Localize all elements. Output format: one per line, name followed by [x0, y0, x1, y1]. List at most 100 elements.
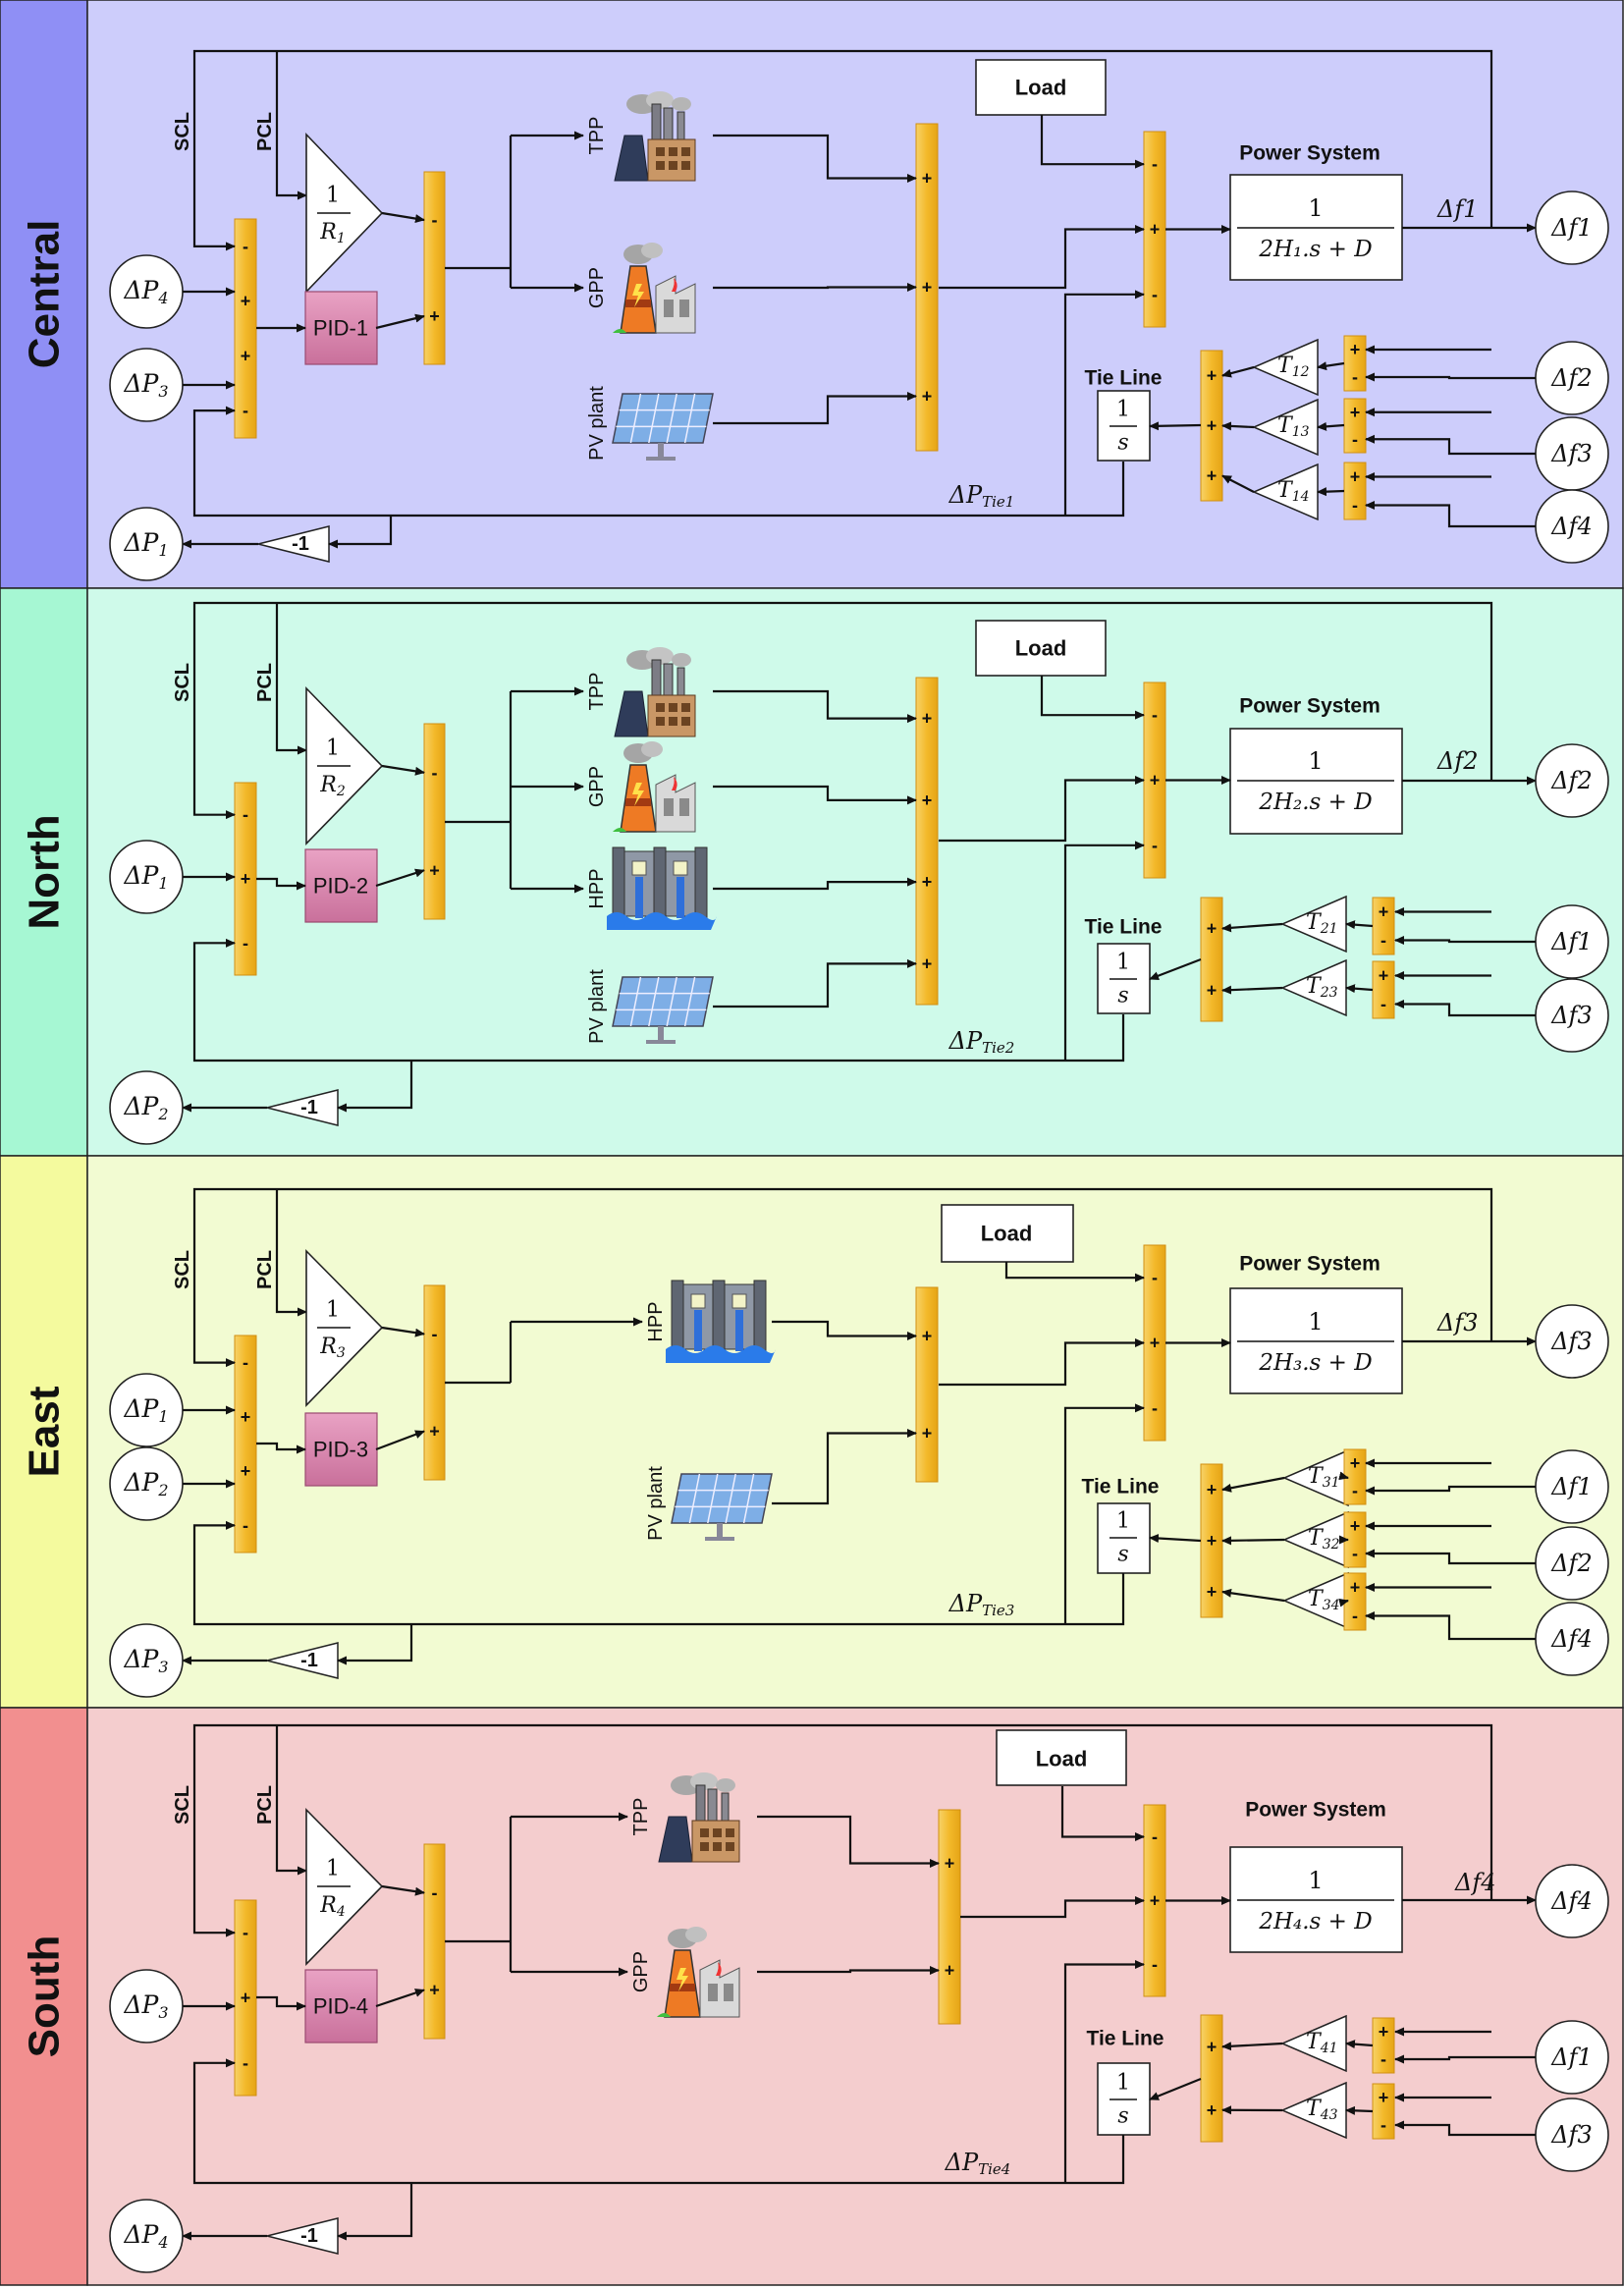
- pid-out-wire: [375, 1430, 425, 1451]
- minus-sign: -: [243, 237, 248, 256]
- tie-gain-label: T14: [1277, 478, 1310, 506]
- plus-sign: +: [1207, 981, 1218, 1001]
- source-label: GPP: [630, 1951, 652, 1992]
- plant-building: [647, 138, 696, 182]
- load-label: Load: [1015, 76, 1067, 100]
- plus-sign: +: [429, 860, 440, 880]
- source-output-wire: [757, 1966, 940, 1975]
- scl-feedback-wire: [192, 601, 1493, 820]
- port-label: Δf1: [1550, 2044, 1592, 2071]
- negative-gain-label: -1: [300, 1650, 318, 1671]
- tie-gain-label: T12: [1277, 354, 1310, 381]
- tf-denominator: 2H₁.s + D: [1258, 237, 1372, 262]
- math-subscript: 13: [1292, 424, 1310, 440]
- neighbor-frequency-wire: [1365, 434, 1536, 456]
- tf-denominator: 2H₂.s + D: [1258, 790, 1372, 815]
- difference-wire: [1317, 487, 1345, 497]
- tie-gain-label: T31: [1308, 1464, 1340, 1492]
- source-output-wire: [713, 283, 917, 292]
- math-subscript: 3: [337, 1345, 346, 1361]
- cooling-tower: [658, 1816, 693, 1863]
- tie-gain-wire: [1221, 365, 1255, 378]
- panel-grid: [683, 976, 696, 1027]
- lightning-bolt: [677, 1968, 688, 1991]
- solar-panel: [612, 976, 714, 1027]
- load-label: Load: [1036, 1747, 1088, 1771]
- droop-out-wire: [381, 211, 425, 223]
- grass: [657, 2013, 671, 2017]
- pcl-feedback-wire: [275, 51, 307, 200]
- water-fall: [735, 1310, 743, 1351]
- difference-wire: [1345, 2040, 1374, 2049]
- generation-wire: [960, 1896, 1145, 1919]
- chimney: [651, 103, 662, 140]
- math-subscript: 3: [158, 1658, 168, 1676]
- port-label: Δf1: [1550, 928, 1592, 955]
- minus-sign: -: [1152, 1268, 1158, 1287]
- ace-wire: [256, 1995, 306, 2011]
- source-label: HPP: [586, 868, 608, 908]
- droop-out-wire: [381, 1884, 425, 1896]
- tie-gain-wire: [1221, 985, 1283, 995]
- cooling-tower: [614, 135, 649, 182]
- tie-power-to-balance-wire: [1063, 1960, 1145, 2183]
- negative-gain-label: -1: [300, 1097, 318, 1118]
- flame: [716, 1962, 722, 1976]
- tie-power-feedback-wire: [192, 2058, 1125, 2185]
- pid-out-wire: [375, 1989, 425, 2008]
- math-base: ΔP: [948, 1590, 983, 1617]
- plus-sign: +: [1350, 1516, 1361, 1536]
- tie-summing-junction: +++: [1200, 350, 1223, 502]
- plus-sign: +: [922, 1424, 933, 1444]
- math-subscript: 23: [1320, 985, 1338, 1001]
- gain-numerator: 1: [326, 1298, 340, 1323]
- math-subscript: 1: [337, 231, 346, 246]
- plus-sign: +: [241, 1989, 251, 2008]
- summing-bar: [938, 1809, 961, 2025]
- integrator-numerator: 1: [1116, 951, 1130, 975]
- load-wire: [1040, 115, 1145, 169]
- plus-sign: +: [1350, 340, 1361, 359]
- window: [656, 161, 665, 170]
- tie-line-label: Tie Line: [1082, 1476, 1160, 1499]
- window: [681, 147, 690, 156]
- difference-wire: [1317, 421, 1345, 431]
- scl-feedback-wire: [192, 1723, 1493, 1937]
- tie-gain-label: T34: [1308, 1587, 1340, 1614]
- minus-sign: -: [1152, 705, 1158, 725]
- plus-sign: +: [1207, 2100, 1218, 2120]
- tie-summing-junction: ++: [1200, 2014, 1223, 2143]
- frequency-output-label: Δf2: [1436, 747, 1478, 775]
- math-base: ΔP: [123, 1394, 159, 1423]
- droop-denominator: R1: [319, 220, 346, 247]
- load-block: [996, 1729, 1127, 1786]
- math-subscript: 2: [157, 1481, 168, 1499]
- pid-label: PID-2: [313, 874, 368, 899]
- pcl-label: PCL: [254, 663, 276, 702]
- minus-sign: -: [1380, 931, 1386, 951]
- summing-junction-1: -+-: [234, 1899, 257, 2097]
- steam: [641, 741, 663, 757]
- plus-sign: +: [241, 292, 251, 311]
- source-label: TPP: [630, 1798, 652, 1836]
- dam-pillar: [671, 1280, 684, 1352]
- pcl-label: PCL: [254, 1250, 276, 1289]
- math-base: ΔP: [123, 861, 159, 890]
- tie-gain-wire: [1221, 922, 1283, 933]
- port-label: Δf2: [1550, 1550, 1592, 1577]
- math-base: R: [319, 1893, 337, 1918]
- minus-sign: -: [1352, 367, 1358, 387]
- plus-sign: +: [1379, 2088, 1389, 2107]
- droop-denominator: R2: [319, 773, 346, 800]
- window: [669, 147, 677, 156]
- summing-junction-2: -+: [423, 171, 446, 365]
- tie-gain-label: T41: [1306, 2030, 1338, 2057]
- math-subscript: Tie2: [982, 1039, 1014, 1057]
- tie-gain-label: T21: [1306, 910, 1338, 938]
- plus-sign: +: [1207, 466, 1218, 486]
- port-label: ΔP4: [123, 276, 168, 307]
- tie-summing-junction: ++: [1200, 897, 1223, 1022]
- math-base: T: [1277, 413, 1294, 438]
- plus-sign: +: [1150, 1891, 1161, 1911]
- tie-gain-wire: [1221, 421, 1255, 431]
